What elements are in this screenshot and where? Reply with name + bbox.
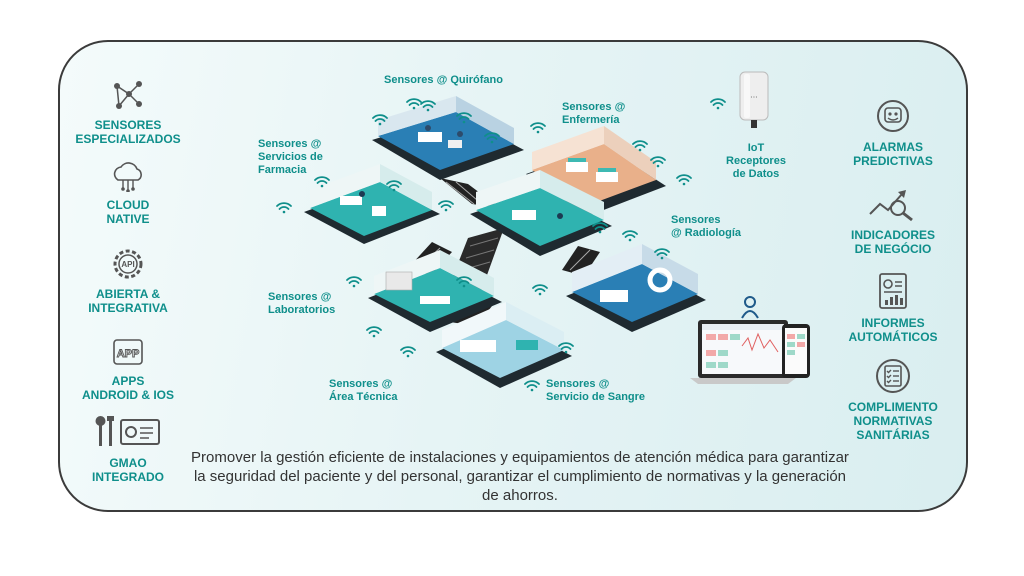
feature-label: CLOUD NATIVE [106,198,150,226]
sensor-label-laboratorios: Sensores @ Laboratorios [268,291,336,316]
wifi-icon [438,200,454,213]
sensor-label-quirofano: Sensores @ Quirófano [384,74,503,86]
wifi-icon [400,346,416,359]
feature-alarmas-predictivas: ALARMAS PREDICTIVAS [818,98,968,168]
person-icon [741,296,759,319]
wifi-icon [456,276,472,289]
app-icon: APP [113,339,143,365]
wifi-icon [530,122,546,135]
wifi-icon [420,100,436,113]
wifi-icon [346,276,362,289]
checklist-icon [876,359,910,393]
feature-label: SENSORES ESPECIALIZADOS [75,118,181,146]
wifi-icon [622,230,638,243]
wifi-icon [456,112,472,125]
wifi-icon [632,140,648,153]
wifi-icon [276,202,292,215]
feature-complimento: COMPLIMENTO NORMATIVAS SANITÁRIAS [818,358,968,442]
wifi-icon [710,98,726,111]
wifi-icon [650,156,666,169]
sensor-label-area-tecnica: Sensores @ Área Técnica [329,378,398,403]
sensor-label-farmacia: Sensores @ Servicios de Farmacia [258,138,323,176]
room-enfermeria [526,126,666,216]
wifi-icon [654,248,670,261]
network-nodes-icon [114,81,142,109]
feature-apps: APP APPS ANDROID & IOS [53,336,203,402]
room-center [470,170,612,256]
wifi-icon [366,326,382,339]
feature-abierta-integrativa: API ABIERTA & INTEGRATIVA [53,247,203,315]
feature-indicadores: INDICADORES DE NEGÓCIO [818,186,968,256]
sensor-label-enfermeria: Sensores @ Enfermería [562,101,626,126]
sensor-label-servicio-sangre: Sensores @ Servicio de Sangre [546,378,646,403]
room-area-tecnica [436,302,572,388]
alarm-face-icon [877,100,909,132]
api-gear-icon: API [113,249,143,279]
dashboard-devices [690,320,810,384]
trend-search-icon [869,190,913,222]
caption: Promover la gestión eficiente de instala… [191,449,849,504]
wifi-icon [484,132,500,145]
wifi-icon [314,176,330,189]
wifi-icon [592,222,608,235]
svg-text:• • •: • • • [751,94,758,99]
wifi-icon [676,174,692,187]
sensor-label-radiologia: Sensores @ Radiología [671,214,742,239]
wifi-icon [558,342,574,355]
report-icon [879,273,907,309]
feature-label: ABIERTA & INTEGRATIVA [88,287,168,315]
room-radiologia [566,244,706,332]
feature-label: ALARMAS PREDICTIVAS [853,140,933,168]
wifi-icon [532,284,548,297]
svg-text:APP: APP [117,348,140,360]
feature-gmao: GMAO INTEGRADO [53,414,203,484]
feature-label: INDICADORES DE NEGÓCIO [850,228,935,256]
feature-label: GMAO INTEGRADO [92,456,164,484]
room-farmacia [304,164,440,244]
wifi-icon [406,98,422,111]
feature-label: APPS ANDROID & IOS [81,374,174,402]
tools-monitor-icon [95,416,160,446]
wifi-icon [386,180,402,193]
cloud-icon [113,162,142,192]
feature-informes: INFORMES AUTOMÁTICOS [818,272,968,344]
wifi-icon [524,380,540,393]
iot-receiver-device: • • • [739,71,769,128]
feature-label: COMPLIMENTO NORMATIVAS SANITÁRIAS [848,400,938,442]
iot-label: IoT Receptores de Datos [726,142,786,180]
svg-text:API: API [121,260,134,269]
feature-sensores-especializados: SENSORES ESPECIALIZADOS [53,78,203,146]
room-quirofano [372,96,524,180]
diagram-frame [58,40,968,512]
feature-label: INFORMES AUTOMÁTICOS [848,316,938,344]
wifi-icon [372,114,388,127]
feature-cloud-native: CLOUD NATIVE [53,160,203,226]
